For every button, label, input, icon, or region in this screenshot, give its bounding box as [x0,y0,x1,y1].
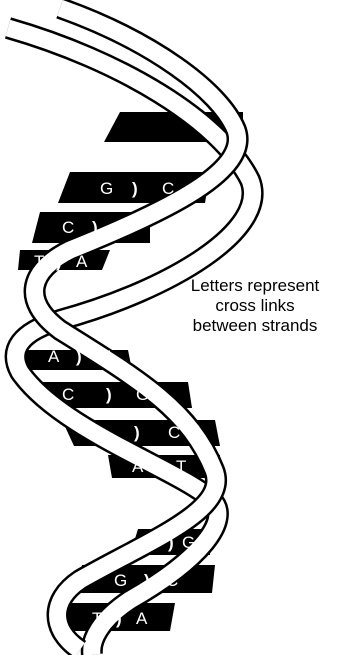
svg-text:T: T [194,145,204,164]
base-pair-label: A ) T [150,145,204,164]
caption-line: between strands [192,316,318,335]
base-pair-label: T ) A [34,252,88,271]
svg-text:A: A [76,252,88,271]
svg-text:): ) [56,252,62,271]
svg-text:A: A [48,347,60,366]
base-pair-label: ) G [168,533,195,552]
base-pair-labels: A ) T G ) C C ) G T ) A A ) T C ) G [34,145,204,628]
base-pair-label: A ) T [132,457,186,476]
svg-text:T: T [100,347,110,366]
base-pair-label: A ) T [48,347,110,366]
svg-text:A: A [136,609,148,628]
svg-text:G: G [114,571,127,590]
svg-text:C: C [62,385,74,404]
svg-text:): ) [144,571,150,590]
svg-text:A: A [132,457,144,476]
svg-text:C: C [62,218,74,237]
svg-text:): ) [134,423,140,442]
svg-text:T: T [34,252,44,271]
svg-text:): ) [106,385,112,404]
svg-text:): ) [168,533,174,552]
svg-text:): ) [158,457,164,476]
svg-text:T: T [176,457,186,476]
base-pair-label: C ) G [62,385,149,404]
svg-text:G: G [182,533,195,552]
helix-strand-b [23,0,249,655]
svg-text:): ) [92,218,98,237]
svg-text:): ) [174,145,180,164]
svg-text:G: G [136,385,149,404]
svg-text:G: G [118,218,131,237]
caption-line: cross links [215,296,295,315]
svg-text:T: T [92,609,102,628]
caption-line: Letters represent [190,276,320,295]
svg-text:C: C [168,423,180,442]
svg-text:C: C [162,179,174,198]
base-pair-label: G ) C [90,423,180,442]
svg-text:): ) [116,609,122,628]
base-pair-label: T ) A [92,609,148,628]
svg-text:): ) [76,347,82,366]
diagram-caption: Letters represent cross links between st… [160,276,340,336]
base-pair-label: G ) C [100,179,174,198]
svg-text:): ) [132,179,138,198]
base-pair-label: C ) G [62,218,131,237]
base-pair-label: G ) C [114,571,178,590]
svg-text:A: A [150,145,162,164]
svg-text:C: C [166,571,178,590]
svg-text:G: G [90,423,103,442]
svg-text:G: G [100,179,113,198]
